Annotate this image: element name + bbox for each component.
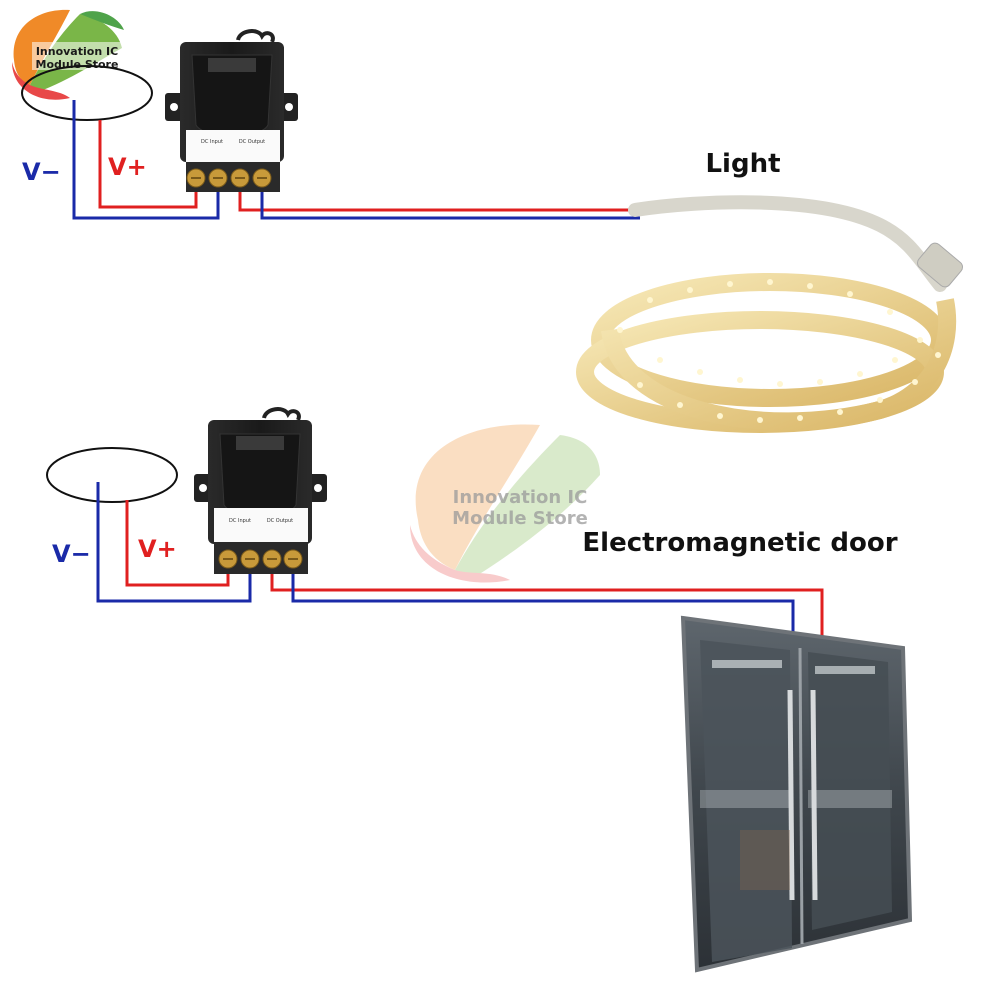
negative-output-wire-2 xyxy=(291,572,795,640)
positive-wire-2 xyxy=(125,500,230,587)
relay-input-text-2: DC Input xyxy=(229,518,251,524)
positive-output-wire-1 xyxy=(238,190,640,212)
positive-output-wire-2 xyxy=(270,572,824,640)
pos-label-1: V+ xyxy=(108,153,147,181)
watermark-line2: Module Store xyxy=(452,508,588,529)
relay-output-text-1: DC Output xyxy=(239,139,265,145)
relay-output-text-2: DC Output xyxy=(267,518,293,524)
power-source-1 xyxy=(21,65,153,121)
brand-logo: Innovation IC Module Store xyxy=(12,9,124,100)
negative-wire-2 xyxy=(96,482,252,603)
negative-wire-1 xyxy=(72,100,220,220)
watermark-logo xyxy=(410,424,600,583)
brand-line2: Module Store xyxy=(36,58,119,71)
power-source-2 xyxy=(46,447,178,503)
brand-line1: Innovation IC xyxy=(36,45,118,58)
neg-label-1: V− xyxy=(22,158,61,186)
device-label-1: Light xyxy=(705,149,780,179)
negative-output-wire-1 xyxy=(260,190,640,220)
wires-1 xyxy=(72,100,640,220)
relay-module-1: DC Input DC Output xyxy=(165,29,298,192)
relay-input-text-1: DC Input xyxy=(201,139,223,145)
neg-label-2: V− xyxy=(52,540,91,568)
pos-label-2: V+ xyxy=(138,535,177,563)
relay-module-icon: DC Input DC Output xyxy=(165,29,298,192)
led-strip-icon xyxy=(576,195,964,433)
relay-module-2: DC Input DC Output xyxy=(194,407,327,574)
wires-2 xyxy=(96,482,824,640)
device-label-2: Electromagnetic door xyxy=(582,528,897,558)
glass-door-icon xyxy=(680,615,913,973)
positive-wire-1 xyxy=(98,120,198,209)
watermark-line1: Innovation IC xyxy=(453,487,588,508)
